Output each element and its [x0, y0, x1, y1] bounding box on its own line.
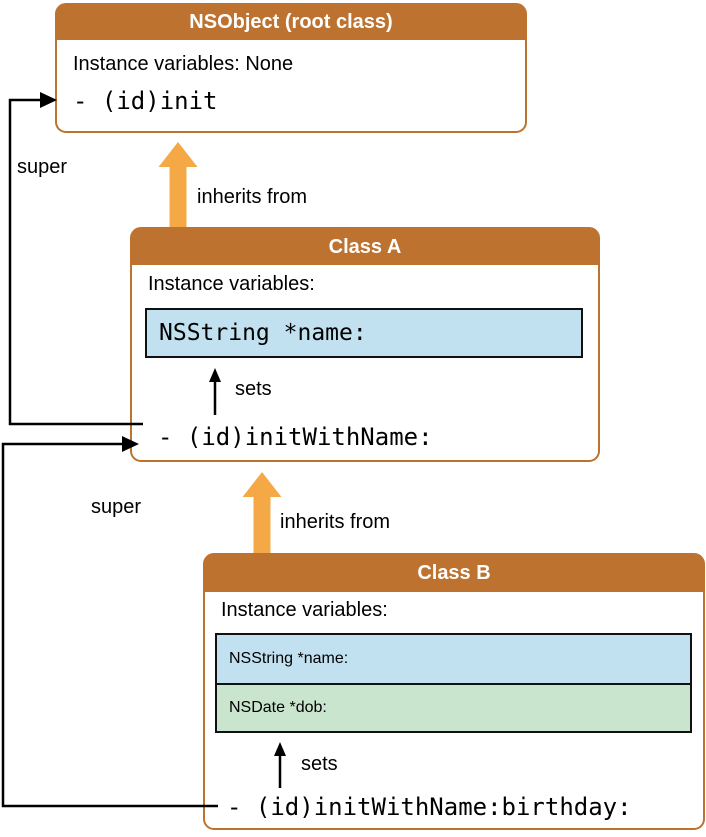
- field-stack-b: NSString *name: NSDate *dob:: [215, 633, 692, 733]
- inherits-from-label-lower: inherits from: [280, 511, 391, 533]
- instance-variables-label-a: Instance variables:: [148, 273, 315, 295]
- method-initwithnamebirthday-b: - (id)initWithName:birthday:: [227, 793, 632, 821]
- field-dob-b-text: NSDate *dob:: [229, 699, 327, 716]
- sets-label-b: sets: [301, 753, 338, 775]
- class-box-nsobject: NSObject (root class) Instance variables…: [55, 3, 527, 133]
- instance-variables-label-b: Instance variables:: [221, 599, 388, 621]
- super-label-lower: super: [91, 496, 142, 518]
- inherits-arrow-lower-icon: [242, 472, 282, 555]
- field-name-b: NSString *name:: [217, 635, 690, 683]
- field-dob-b: NSDate *dob:: [217, 683, 690, 731]
- sets-label-a: sets: [235, 378, 272, 400]
- field-name-a-text: NSString *name:: [159, 320, 367, 346]
- instance-variables-label-nsobject: Instance variables: None: [73, 53, 294, 75]
- method-initwithname-a: - (id)initWithName:: [158, 423, 433, 451]
- field-name-a: NSString *name:: [145, 308, 583, 358]
- inherits-arrow-upper-icon: [158, 142, 198, 229]
- class-box-a: Class A Instance variables: NSString *na…: [130, 227, 600, 462]
- super-arrow-upper: [8, 92, 143, 426]
- super-label-upper: super: [17, 156, 68, 178]
- class-title-a: Class A: [132, 229, 598, 265]
- class-title-nsobject: NSObject (root class): [57, 5, 525, 40]
- method-init-nsobject: - (id)init: [73, 87, 218, 115]
- class-box-b: Class B Instance variables: NSString *na…: [203, 553, 705, 830]
- super-arrow-lower: [1, 436, 218, 808]
- field-name-b-text: NSString *name:: [229, 650, 349, 667]
- class-title-b: Class B: [205, 555, 703, 592]
- inherits-from-label-upper: inherits from: [197, 186, 308, 208]
